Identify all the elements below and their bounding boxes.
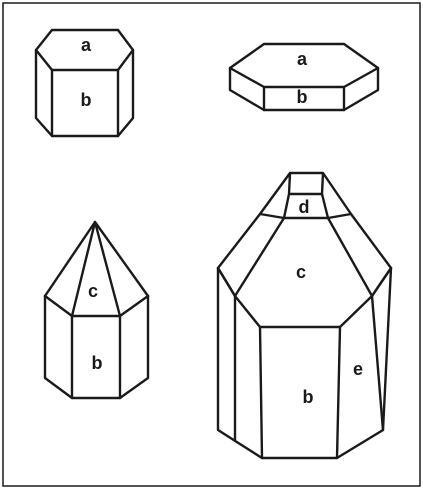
label-b: b (303, 387, 314, 407)
label-a: a (297, 49, 308, 69)
label-c: c (88, 281, 98, 301)
label-b: b (92, 353, 103, 373)
label-b: b (81, 90, 92, 110)
label-c: c (296, 262, 306, 282)
label-a: a (81, 35, 92, 55)
label-d: d (299, 197, 310, 217)
label-b: b (297, 87, 308, 107)
label-e: e (353, 359, 363, 379)
